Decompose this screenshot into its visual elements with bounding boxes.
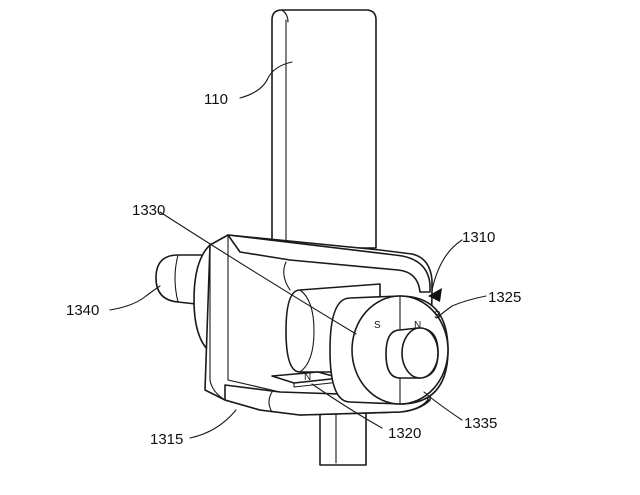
ring-south-pole-label: S	[374, 320, 381, 331]
label-1310: 1310	[462, 229, 495, 246]
leader-1330	[159, 211, 357, 335]
bottom-tab	[319, 404, 367, 466]
reference-numerals: 110 1330 1310 1325 1340 1315 1320 1335	[66, 91, 521, 448]
label-1335: 1335	[464, 415, 497, 432]
label-1340: 1340	[66, 302, 99, 319]
leader-1340	[109, 285, 161, 311]
leader-lines	[109, 61, 487, 439]
leader-110	[239, 61, 293, 99]
pointer-arrow	[428, 288, 442, 302]
leader-1320	[311, 383, 383, 429]
edge-south-pole-label: S	[434, 310, 441, 321]
leader-1325	[435, 295, 487, 319]
label-1325: 1325	[488, 289, 521, 306]
vertical-shaft	[271, 9, 377, 249]
ring-north-pole-label: N	[414, 320, 421, 331]
label-1320: 1320	[388, 425, 421, 442]
label-1330: 1330	[132, 202, 165, 219]
leader-1335	[423, 391, 463, 421]
label-1315: 1315	[150, 431, 183, 448]
left-knob	[155, 244, 215, 353]
lower-magnet-pole-label: N	[304, 372, 311, 383]
leader-1310	[431, 239, 463, 291]
label-110: 110	[204, 91, 228, 108]
front-shaft-stub	[385, 327, 439, 379]
leader-1315	[189, 409, 237, 439]
